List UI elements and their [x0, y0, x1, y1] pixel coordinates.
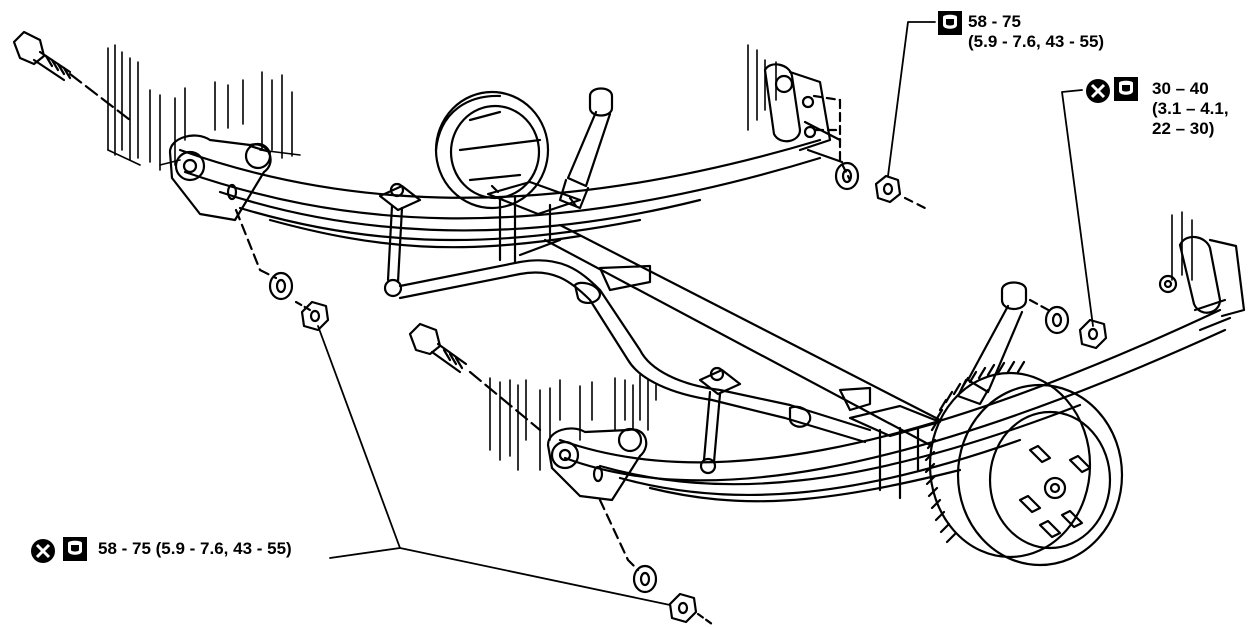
right-shock-absorber	[956, 281, 1054, 406]
bottom-torque-label: 58 - 75 (5.9 - 7.6, 43 - 55)	[98, 539, 292, 559]
frame-hatching-left	[107, 44, 301, 171]
right-front-hanger	[546, 427, 648, 502]
left-spring-plate	[486, 180, 582, 264]
left-lower-washer	[268, 271, 294, 301]
right-lower-washer	[632, 564, 658, 594]
right-rear-shackle	[1158, 235, 1246, 318]
left-leaf-spring	[178, 120, 844, 249]
right-shock-nut	[1078, 318, 1108, 350]
left-lower-nut	[300, 300, 330, 332]
left-brake-drum	[434, 90, 550, 210]
upper-rear-washer	[834, 161, 860, 191]
right-brake-drum	[924, 360, 1124, 567]
upper-rear-nut	[874, 174, 927, 210]
right-torque-label: 30 – 40 (3.1 – 4.1, 22 – 30)	[1152, 79, 1229, 139]
torque-wrench-icon	[63, 537, 87, 561]
left-shock-absorber	[558, 87, 614, 210]
left-nut-guide	[294, 300, 312, 312]
right-torque-range-2: 22 – 30)	[1152, 119, 1215, 138]
do-not-reuse-icon	[31, 539, 55, 563]
top-torque-value: 58 - 75	[968, 12, 1021, 31]
torque-wrench-icon	[1114, 77, 1138, 101]
right-leaf-spring	[558, 298, 1232, 503]
lower-front-bolt	[408, 322, 542, 432]
top-torque-label: 58 - 75 (5.9 - 7.6, 43 - 55)	[968, 12, 1104, 52]
upper-front-bolt	[12, 30, 132, 122]
rear-axle-tube	[518, 223, 942, 447]
torque-wrench-icon	[938, 11, 962, 35]
left-front-hanger	[168, 134, 272, 222]
right-lower-nut	[668, 592, 714, 626]
left-hanger-guide	[234, 208, 278, 280]
right-stabilizer-link	[698, 366, 742, 475]
right-shock-washer	[1044, 305, 1070, 335]
do-not-reuse-icon	[1086, 79, 1110, 103]
frame-hatching-right	[1171, 211, 1193, 281]
stabilizer-bar	[398, 259, 872, 444]
leader-lines	[317, 21, 1094, 606]
bottom-torque-value: 58 - 75 (5.9 - 7.6, 43 - 55)	[98, 539, 292, 558]
left-rear-shackle	[763, 63, 852, 182]
frame-hatching-bottom	[489, 374, 657, 471]
right-torque-range-1: (3.1 – 4.1,	[1152, 99, 1229, 118]
left-stabilizer-link	[378, 182, 422, 298]
right-hanger-guide	[598, 498, 640, 572]
frame-hatching-right-top	[747, 44, 777, 131]
right-torque-value: 30 – 40	[1152, 79, 1209, 98]
top-torque-range: (5.9 - 7.6, 43 - 55)	[968, 32, 1105, 51]
